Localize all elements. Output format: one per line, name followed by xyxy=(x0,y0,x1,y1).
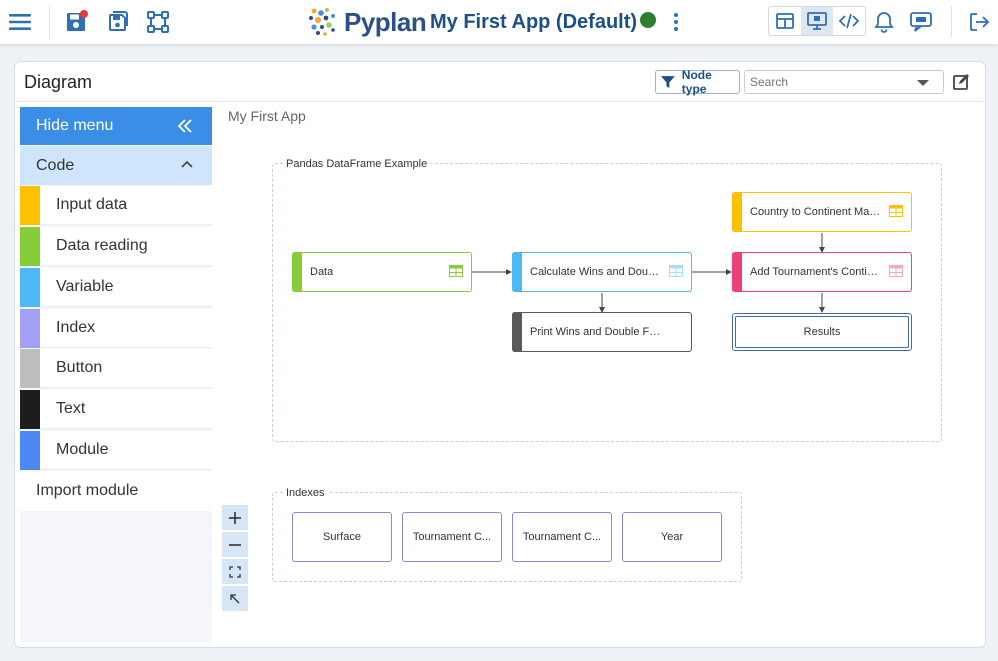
node-menu-sidebar: Hide menu Code Input data Data reading V… xyxy=(20,107,212,643)
sidebar-item-data-reading[interactable]: Data reading xyxy=(20,227,212,266)
node-label: Add Tournament's Continent xyxy=(750,266,882,278)
sidebar-item-label: Data reading xyxy=(56,237,148,254)
zoom-out-icon[interactable] xyxy=(222,532,248,557)
breadcrumb[interactable]: My First App xyxy=(228,108,306,124)
pyplan-logo: Pyplan xyxy=(306,6,427,38)
save-as-icon[interactable] xyxy=(104,8,132,36)
filter-icon xyxy=(660,76,675,88)
search-input[interactable] xyxy=(750,75,910,89)
hamburger-menu-icon[interactable] xyxy=(6,8,34,36)
node-label: Print Wins and Double Faults xyxy=(530,326,662,338)
code-section-label: Code xyxy=(36,156,75,174)
hide-menu-button[interactable]: Hide menu xyxy=(20,107,212,145)
node-group-indexes[interactable]: Indexes xyxy=(272,487,742,582)
index-node-tournament-2[interactable]: Tournament C... xyxy=(512,512,612,562)
import-module-button[interactable]: Import module xyxy=(20,471,212,511)
layout-shape-icon[interactable] xyxy=(144,8,172,36)
sidebar-item-label: Module xyxy=(56,441,109,458)
node-color-swatch xyxy=(20,186,40,225)
diagram-node-add-tournament-continent[interactable]: Add Tournament's Continent xyxy=(732,252,912,292)
node-label: Results xyxy=(735,316,909,348)
sidebar-item-label: Text xyxy=(56,400,86,417)
sidebar-item-label: Button xyxy=(56,359,103,376)
logo-text: Pyplan xyxy=(344,6,427,37)
table-icon[interactable] xyxy=(889,265,903,277)
node-color-bar xyxy=(512,312,522,352)
dropdown-caret-icon[interactable] xyxy=(917,80,929,86)
node-color-swatch xyxy=(20,349,40,388)
index-node-surface[interactable]: Surface xyxy=(292,512,392,562)
node-color-swatch xyxy=(20,309,40,348)
hide-menu-label: Hide menu xyxy=(36,117,114,134)
index-node-year[interactable]: Year xyxy=(622,512,722,562)
diagram-node-data[interactable]: Data xyxy=(292,252,472,292)
node-group-pandas[interactable]: Pandas DataFrame Example xyxy=(272,158,942,442)
sidebar-item-variable[interactable]: Variable xyxy=(20,268,212,307)
node-color-bar xyxy=(732,192,742,232)
search-dropdown[interactable] xyxy=(744,70,944,94)
code-section-toggle[interactable]: Code xyxy=(20,146,212,185)
node-label: Country to Continent Mapping xyxy=(750,206,882,218)
logout-icon[interactable] xyxy=(965,8,993,36)
toolbar-divider xyxy=(951,6,952,38)
chevron-up-icon xyxy=(181,160,193,168)
node-color-swatch xyxy=(20,227,40,266)
table-icon[interactable] xyxy=(889,205,903,217)
node-color-bar xyxy=(292,252,302,292)
code-view-icon[interactable] xyxy=(833,7,865,35)
save-icon[interactable] xyxy=(62,8,90,36)
node-color-swatch xyxy=(20,268,40,307)
table-icon[interactable] xyxy=(449,265,463,277)
panel-title: Diagram xyxy=(24,72,93,92)
node-label: Calculate Wins and Double Faults xyxy=(530,266,662,278)
table-view-icon[interactable] xyxy=(769,7,801,35)
notifications-bell-icon[interactable] xyxy=(870,8,898,36)
fit-view-icon[interactable] xyxy=(222,559,248,584)
node-color-swatch xyxy=(20,390,40,429)
pyplan-logo-mark-icon xyxy=(309,8,335,36)
sidebar-item-input-data[interactable]: Input data xyxy=(20,186,212,225)
sidebar-item-label: Index xyxy=(56,319,96,336)
more-options-icon[interactable] xyxy=(668,10,684,34)
reset-position-icon[interactable] xyxy=(222,586,248,611)
zoom-in-icon[interactable] xyxy=(222,505,248,530)
edit-icon[interactable] xyxy=(952,73,970,91)
group-label: Pandas DataFrame Example xyxy=(283,158,431,170)
status-indicator xyxy=(640,12,656,28)
node-type-label: Node type xyxy=(681,68,712,96)
diagram-node-print-wins[interactable]: Print Wins and Double Faults xyxy=(512,312,692,352)
index-node-tournament-1[interactable]: Tournament C... xyxy=(402,512,502,562)
chat-support-icon[interactable] xyxy=(907,8,935,36)
panel-header: Diagram Node type xyxy=(15,62,985,102)
sidebar-item-label: Input data xyxy=(56,196,128,213)
sidebar-item-module[interactable]: Module xyxy=(20,431,212,470)
diagram-node-country-to-continent[interactable]: Country to Continent Mapping xyxy=(732,192,912,232)
sidebar-item-label: Variable xyxy=(56,278,114,295)
table-icon[interactable] xyxy=(669,265,683,277)
double-chevron-left-icon xyxy=(177,119,192,133)
diagram-node-results[interactable]: Results xyxy=(732,313,912,351)
sidebar-item-index[interactable]: Index xyxy=(20,309,212,348)
app-title: My First App (Default) xyxy=(430,11,638,33)
toolbar-divider xyxy=(49,6,50,38)
node-color-bar xyxy=(512,252,522,292)
diagram-node-calculate-wins[interactable]: Calculate Wins and Double Faults xyxy=(512,252,692,292)
top-bar: Pyplan My First App (Default) xyxy=(0,0,998,44)
presentation-view-icon[interactable] xyxy=(801,7,833,35)
node-color-bar xyxy=(732,252,742,292)
sidebar-item-button[interactable]: Button xyxy=(20,349,212,388)
import-module-label: Import module xyxy=(36,482,139,499)
node-type-filter-button[interactable]: Node type xyxy=(655,68,740,96)
node-color-swatch xyxy=(20,431,40,470)
node-label: Data xyxy=(310,266,334,278)
sidebar-item-text[interactable]: Text xyxy=(20,390,212,429)
diagram-panel: Diagram Node type Hide menu Code Input d… xyxy=(14,61,986,648)
group-label: Indexes xyxy=(283,487,328,499)
view-switcher xyxy=(768,6,866,36)
